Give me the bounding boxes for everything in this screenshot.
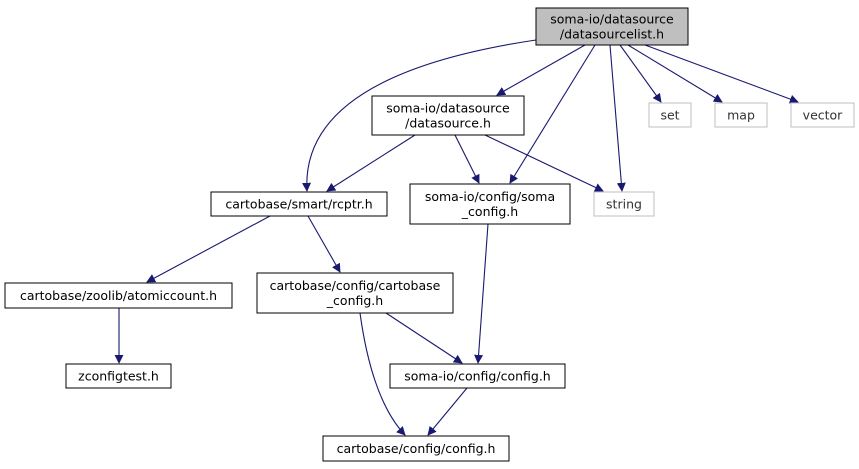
edge-n5-to-n8 xyxy=(146,215,271,283)
edge-n0-to-n1 xyxy=(496,44,586,96)
node-label: vector xyxy=(803,108,844,123)
node-label: map xyxy=(727,108,755,123)
node-label: soma-io/config/soma xyxy=(425,189,555,204)
node-box xyxy=(409,183,571,225)
graph-node[interactable]: soma-io/config/config.h xyxy=(389,363,566,389)
node-label: soma-io/config/config.h xyxy=(404,369,550,384)
node-label: cartobase/config/config.h xyxy=(337,441,496,456)
node-box xyxy=(322,435,510,462)
node-box xyxy=(593,191,655,217)
graph-node: set xyxy=(648,102,692,128)
node-label: /datasourcelist.h xyxy=(560,27,664,42)
edge-n5-to-n9 xyxy=(307,215,341,273)
graph-node: vector xyxy=(790,102,855,128)
edge-n0-to-n7 xyxy=(609,44,626,192)
nodes-layer: soma-io/datasource/datasourcelist.hsoma-… xyxy=(4,7,855,462)
edge-n0-to-n2 xyxy=(619,44,662,103)
node-label: soma-io/datasource xyxy=(386,101,510,116)
graph-node: map xyxy=(714,102,768,128)
graph-node[interactable]: cartobase/smart/rcptr.h xyxy=(210,191,388,217)
node-label: string xyxy=(606,197,642,212)
node-box xyxy=(389,363,566,389)
node-box xyxy=(65,363,172,389)
node-box xyxy=(790,102,855,128)
node-label: soma-io/datasource xyxy=(550,12,674,27)
node-box xyxy=(4,282,233,309)
node-label: cartobase/smart/rcptr.h xyxy=(225,197,372,212)
node-label: zconfigtest.h xyxy=(78,369,159,384)
graph-node[interactable]: cartobase/config/cartobase_config.h xyxy=(256,272,454,314)
node-box xyxy=(256,272,454,314)
node-box xyxy=(371,95,525,136)
edge-n0-to-n6 xyxy=(509,44,596,184)
node-box xyxy=(210,191,388,217)
edge-n9-to-n11 xyxy=(385,312,463,364)
root-node[interactable]: soma-io/datasource/datasourcelist.h xyxy=(535,7,689,46)
graph-node[interactable]: soma-io/config/soma_config.h xyxy=(409,183,571,225)
node-box xyxy=(714,102,768,128)
node-box xyxy=(535,7,689,46)
edge-n6-to-n11 xyxy=(474,223,489,364)
graph-node: string xyxy=(593,191,655,217)
edge-n1-to-n6 xyxy=(454,134,480,184)
graph-node[interactable]: cartobase/config/config.h xyxy=(322,435,510,462)
node-label: /datasource.h xyxy=(405,116,491,131)
node-box xyxy=(648,102,692,128)
graph-node[interactable]: zconfigtest.h xyxy=(65,363,172,389)
edge-n9-to-n12 xyxy=(359,312,406,436)
edges-layer xyxy=(114,39,799,436)
edge-n0-to-n5 xyxy=(302,39,537,192)
node-label: _config.h xyxy=(461,204,518,219)
edge-n11-to-n12 xyxy=(427,387,468,436)
edge-n0-to-n3 xyxy=(627,44,723,103)
edge-n1-to-n5 xyxy=(326,134,416,192)
graph-node[interactable]: soma-io/datasource/datasource.h xyxy=(371,95,525,136)
node-label: set xyxy=(660,108,679,123)
graph-node[interactable]: cartobase/zoolib/atomiccount.h xyxy=(4,282,233,309)
node-label: cartobase/zoolib/atomiccount.h xyxy=(20,288,217,303)
node-label: _config.h xyxy=(326,293,383,308)
edge-n1-to-n7 xyxy=(484,134,604,192)
node-label: cartobase/config/cartobase xyxy=(270,278,441,293)
edge-n0-to-n4 xyxy=(644,44,799,104)
